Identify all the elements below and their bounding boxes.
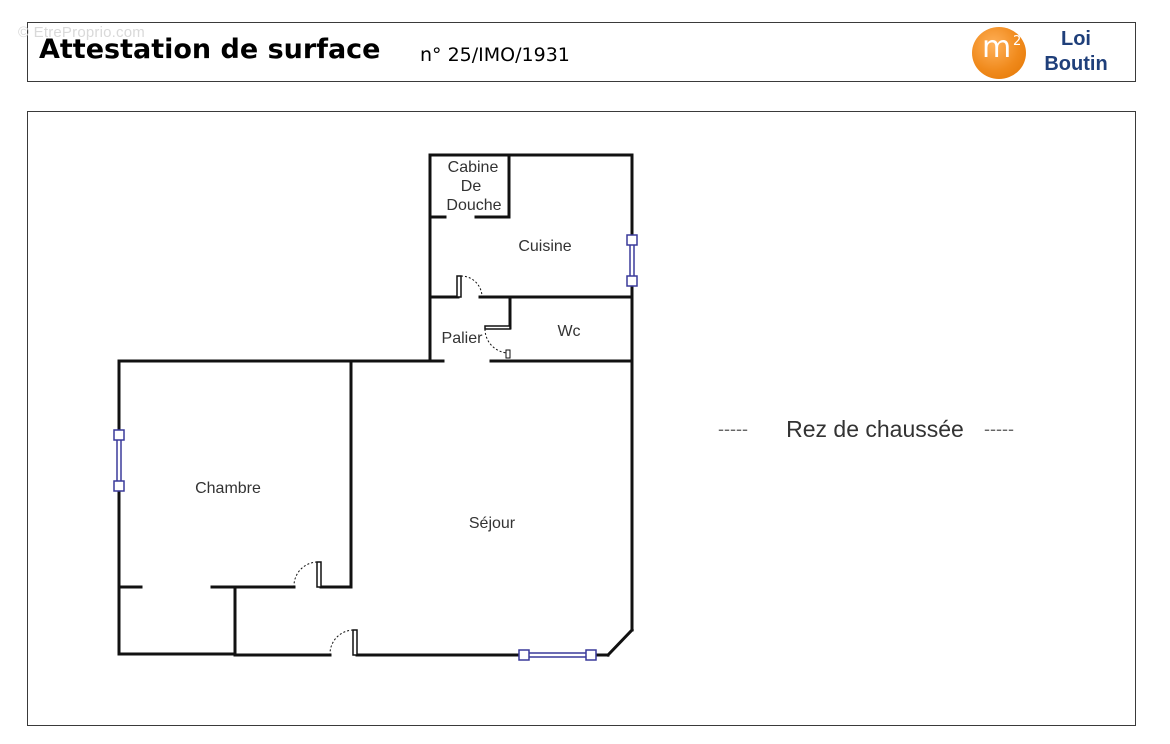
watermark: © EtreProprio.com [18,24,145,41]
walls [117,153,635,658]
room-label-douche: Douche [446,197,501,214]
door-wc [484,325,511,359]
room-label-chambre: Chambre [195,480,261,497]
room-label-sejour: Séjour [469,515,516,532]
window-sejour [518,649,597,661]
door-chambre [293,561,322,588]
logo-m-letter: m [982,30,1012,65]
logo-superscript: 2 [1013,34,1022,49]
header-frame [27,22,1136,82]
certificate-number: n° 25/IMO/1931 [420,44,570,66]
room-label-cabine-de: De [461,178,482,195]
page-title: Attestation de surface [39,34,381,65]
windows [113,234,638,661]
loi-boutin-logo-text: Loi Boutin [1034,27,1118,77]
window-chambre [113,429,125,492]
floor-plan-frame [27,111,1136,726]
window-cuisine [626,234,638,287]
wall [605,627,635,658]
level-dashes-left: ----- [718,419,748,439]
door-cuisine [456,275,483,298]
level-label: Rez de chaussée [786,416,964,442]
doors [293,275,511,656]
logo-line-boutin: Boutin [1044,53,1108,75]
room-label-cabine: Cabine [448,159,499,176]
door-entree [329,629,358,656]
room-label-cuisine: Cuisine [518,238,571,255]
logo-line-loi: Loi [1061,28,1091,50]
room-label-wc: Wc [557,323,580,340]
level-dashes-right: ----- [984,419,1014,439]
room-label-palier: Palier [442,330,484,347]
m2-logo-icon [972,27,1026,79]
